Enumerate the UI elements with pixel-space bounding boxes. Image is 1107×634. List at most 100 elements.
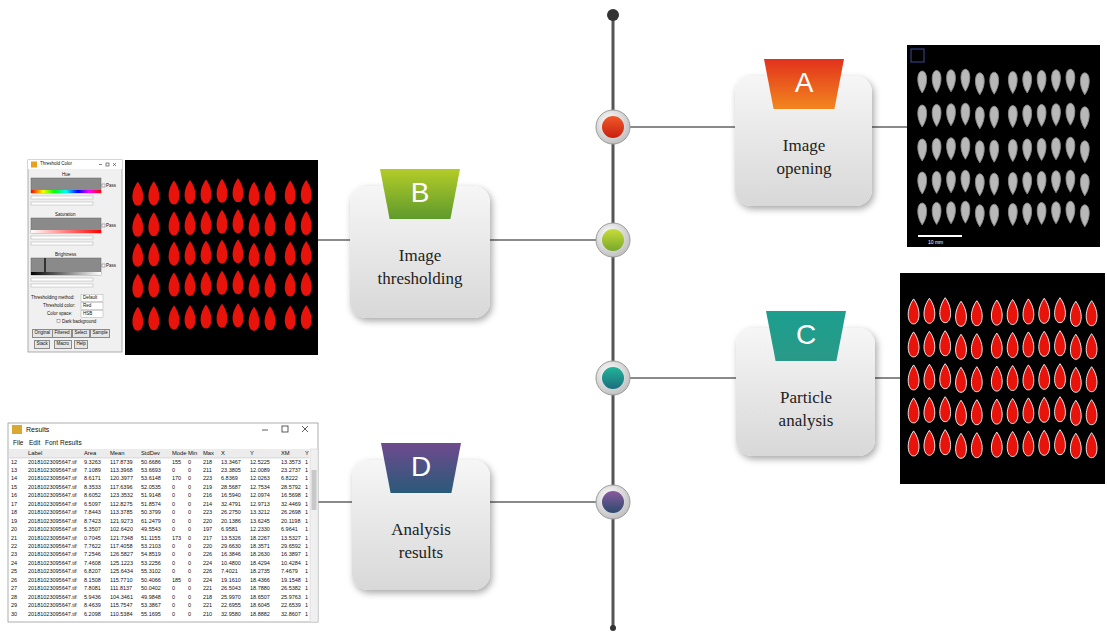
table-cell: 1 bbox=[305, 502, 308, 508]
seed bbox=[1023, 365, 1034, 390]
seed bbox=[1066, 103, 1075, 125]
table-cell: 223 bbox=[203, 476, 212, 482]
table-cell: 0 bbox=[188, 586, 191, 592]
dropdown-value: Default bbox=[83, 296, 97, 301]
table-cell: 117.6396 bbox=[110, 485, 133, 491]
column-header: Max bbox=[203, 451, 214, 457]
seed bbox=[1037, 171, 1046, 193]
seed bbox=[1023, 105, 1032, 127]
seed-group bbox=[918, 69, 1089, 227]
table-cell: 102.6420 bbox=[110, 527, 133, 533]
step-title: Image thresholding bbox=[372, 244, 468, 290]
table-cell: 7.2546 bbox=[84, 552, 101, 558]
seed bbox=[201, 210, 212, 234]
seed bbox=[285, 306, 296, 330]
seed bbox=[132, 274, 143, 298]
row-number: 17 bbox=[11, 502, 17, 508]
table-cell: 50.0402 bbox=[141, 586, 161, 592]
table-cell: 226 bbox=[203, 569, 212, 575]
table-cell: 0 bbox=[172, 527, 175, 533]
table-cell: 218 bbox=[203, 460, 212, 466]
seed bbox=[1080, 141, 1089, 163]
seed bbox=[301, 241, 312, 265]
seed bbox=[1007, 333, 1018, 358]
timeline-marker bbox=[596, 223, 630, 257]
seed bbox=[971, 334, 982, 359]
step-title: Image opening bbox=[756, 134, 852, 180]
table-cell: 12.0974 bbox=[250, 493, 270, 499]
seed bbox=[956, 400, 967, 425]
table-cell: 22.6955 bbox=[221, 603, 241, 609]
table-cell: 51.9148 bbox=[141, 493, 161, 499]
step-letter: B bbox=[380, 177, 460, 209]
table-cell: 20181023095647.tif bbox=[28, 595, 77, 601]
seed bbox=[1007, 432, 1018, 457]
table-cell: 20181023095647.tif bbox=[28, 476, 77, 482]
column-header: Area bbox=[84, 451, 96, 457]
seed bbox=[201, 179, 212, 203]
seed bbox=[148, 242, 159, 266]
row-number: 16 bbox=[11, 493, 17, 499]
window-title: Results bbox=[26, 426, 49, 433]
seed bbox=[1023, 71, 1032, 93]
table-cell: 20.1386 bbox=[221, 519, 241, 525]
table-cell: 50.3799 bbox=[141, 510, 161, 516]
seed bbox=[1023, 139, 1032, 161]
seed bbox=[1008, 106, 1017, 128]
seed bbox=[918, 139, 927, 161]
step-card: BImage thresholding bbox=[350, 186, 490, 318]
timeline-marker bbox=[596, 485, 630, 519]
table-cell: 224 bbox=[203, 578, 212, 584]
table-cell: 20181023095647.tif bbox=[28, 569, 77, 575]
seed bbox=[991, 300, 1002, 325]
seed bbox=[285, 273, 296, 297]
table-cell: 32.8607 bbox=[281, 612, 301, 618]
seed bbox=[217, 210, 228, 234]
table-cell: 1 bbox=[305, 544, 308, 550]
table-cell: 115.7547 bbox=[110, 603, 133, 609]
seed bbox=[233, 239, 244, 263]
table-cell: 0 bbox=[188, 527, 191, 533]
table-cell: 55.1695 bbox=[141, 612, 161, 618]
column-header: Mode bbox=[172, 451, 187, 457]
seed bbox=[1070, 367, 1081, 392]
table-cell: 121.7348 bbox=[110, 536, 133, 542]
table-cell: 13.3467 bbox=[221, 460, 241, 466]
seed bbox=[908, 365, 919, 390]
table-cell: 1 bbox=[305, 612, 308, 618]
table-cell: 53.2103 bbox=[141, 544, 161, 550]
seed bbox=[1080, 174, 1089, 196]
table-cell: 1 bbox=[305, 552, 308, 558]
seed bbox=[1039, 430, 1050, 455]
seed bbox=[1055, 364, 1066, 389]
table-cell: 23.2737 bbox=[281, 468, 301, 474]
step-tab: A bbox=[764, 59, 844, 109]
seed bbox=[1080, 205, 1089, 227]
table-cell: 50.6686 bbox=[141, 460, 161, 466]
table-cell: 0 bbox=[172, 586, 175, 592]
seed bbox=[169, 212, 180, 236]
menu-item: Edit bbox=[29, 440, 40, 447]
table-cell: 7.4679 bbox=[281, 569, 298, 575]
row-number: 28 bbox=[11, 595, 17, 601]
table-cell: 26.2698 bbox=[281, 510, 301, 516]
seed bbox=[1052, 138, 1061, 160]
seed bbox=[1039, 298, 1050, 323]
table-cell: 13.3573 bbox=[281, 460, 301, 466]
step-tab: B bbox=[380, 169, 460, 219]
seed bbox=[932, 202, 941, 224]
table-cell: 217 bbox=[203, 536, 212, 542]
timeline-axis bbox=[612, 15, 615, 628]
seed bbox=[201, 304, 212, 328]
table-cell: 51.8574 bbox=[141, 502, 161, 508]
dialog-button: Sample bbox=[90, 329, 110, 338]
table-cell: 0 bbox=[188, 552, 191, 558]
seed bbox=[1037, 104, 1046, 126]
table-cell: 1 bbox=[305, 493, 308, 499]
table-cell: 26.5382 bbox=[281, 586, 301, 592]
seed-group bbox=[132, 178, 311, 331]
table-cell: 1 bbox=[305, 460, 308, 466]
seed bbox=[1023, 431, 1034, 456]
seed bbox=[148, 181, 159, 205]
